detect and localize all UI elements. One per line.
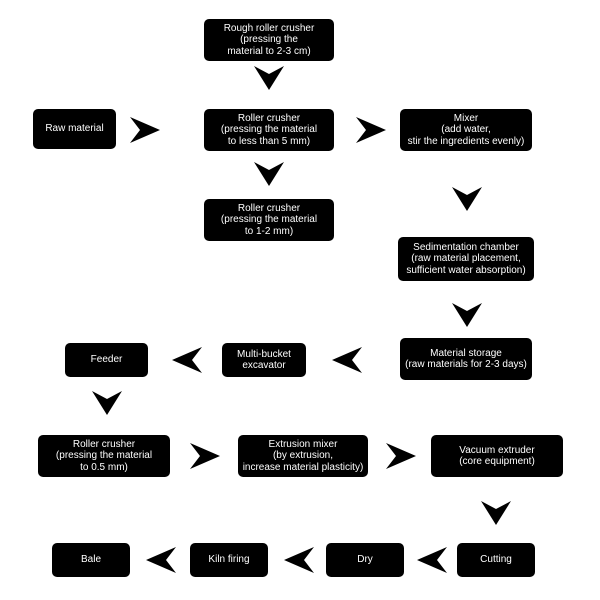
node-label-line: Kiln firing — [208, 554, 250, 566]
arrow-right-icon — [386, 443, 416, 469]
node-label-line: to less than 5 mm) — [227, 135, 311, 147]
node-label-line: Feeder — [90, 354, 123, 366]
node-label-line: Extrusion mixer — [268, 438, 338, 450]
node-label-line: increase material plasticity) — [242, 461, 364, 473]
node-label-line: Material storage — [430, 347, 502, 359]
node-label-line: material to 2-3 cm) — [227, 45, 311, 57]
node-label-line: Vacuum extruder — [459, 444, 535, 456]
node-label-line: (pressing the material — [55, 450, 153, 462]
node-label-line: Roller crusher — [72, 438, 136, 450]
arrow-right-icon — [190, 443, 220, 469]
node-label-line: Cutting — [480, 554, 512, 566]
node-label-line: Roller crusher — [237, 112, 301, 124]
node-kiln-firing: Kiln firing — [190, 543, 268, 577]
arrow-down-icon — [254, 66, 284, 90]
node-feeder: Feeder — [65, 343, 148, 377]
node-label-line: (raw material placement, — [411, 253, 521, 265]
node-label-line: Raw material — [45, 123, 104, 135]
arrow-left-icon — [172, 347, 202, 373]
arrow-right-icon — [356, 117, 386, 143]
node-label-line: (core equipment) — [459, 456, 535, 467]
arrow-left-icon — [284, 547, 314, 573]
node-raw-material: Raw material — [33, 109, 116, 149]
node-label-line: Dry — [357, 554, 373, 566]
node-label-line: Rough roller crusher — [223, 22, 315, 34]
node-label-line: (pressing the — [240, 34, 298, 46]
node-label-line: (by extrusion, — [272, 450, 333, 462]
node-dry: Dry — [326, 543, 404, 577]
node-label-line: (raw materials for 2-3 days) — [405, 359, 527, 370]
node-label-line: (pressing the material — [220, 124, 318, 136]
node-sedimentation-chamber: Sedimentation chamber(raw material place… — [398, 237, 534, 281]
node-material-storage: Material storage(raw materials for 2-3 d… — [400, 338, 532, 380]
arrow-down-icon — [481, 500, 511, 526]
node-label-line: Multi-bucket — [237, 348, 291, 360]
node-extrusion-mixer: Extrusion mixer(by extrusion,increase ma… — [238, 435, 368, 477]
node-label-line: (add water, — [441, 124, 491, 136]
node-label-line: sufficient water absorption) — [406, 264, 526, 276]
node-bale: Bale — [52, 543, 130, 577]
node-cutting: Cutting — [457, 543, 535, 577]
arrow-right-icon — [130, 117, 160, 143]
arrow-down-icon — [452, 186, 482, 212]
node-label-line: Sedimentation chamber — [413, 241, 519, 253]
node-label-line: excavator — [242, 360, 286, 371]
arrow-down-icon — [92, 390, 122, 416]
node-mixer: Mixer(add water,stir the ingredients eve… — [400, 109, 532, 151]
node-label-line: Bale — [80, 554, 101, 566]
arrow-down-icon — [452, 302, 482, 328]
arrow-left-icon — [332, 347, 362, 373]
arrow-left-icon — [417, 547, 447, 573]
node-label-line: to 0.5 mm) — [80, 461, 128, 473]
node-label-line: to 1-2 mm) — [244, 225, 294, 237]
arrow-left-icon — [146, 547, 176, 573]
node-vacuum-extruder: Vacuum extruder(core equipment) — [431, 435, 563, 477]
node-label-line: (pressing the material — [220, 214, 318, 226]
node-label-line: Mixer — [453, 112, 479, 124]
arrow-down-icon — [254, 162, 284, 186]
node-label-line: Roller crusher — [237, 202, 301, 214]
node-label-line: stir the ingredients evenly) — [407, 135, 525, 147]
